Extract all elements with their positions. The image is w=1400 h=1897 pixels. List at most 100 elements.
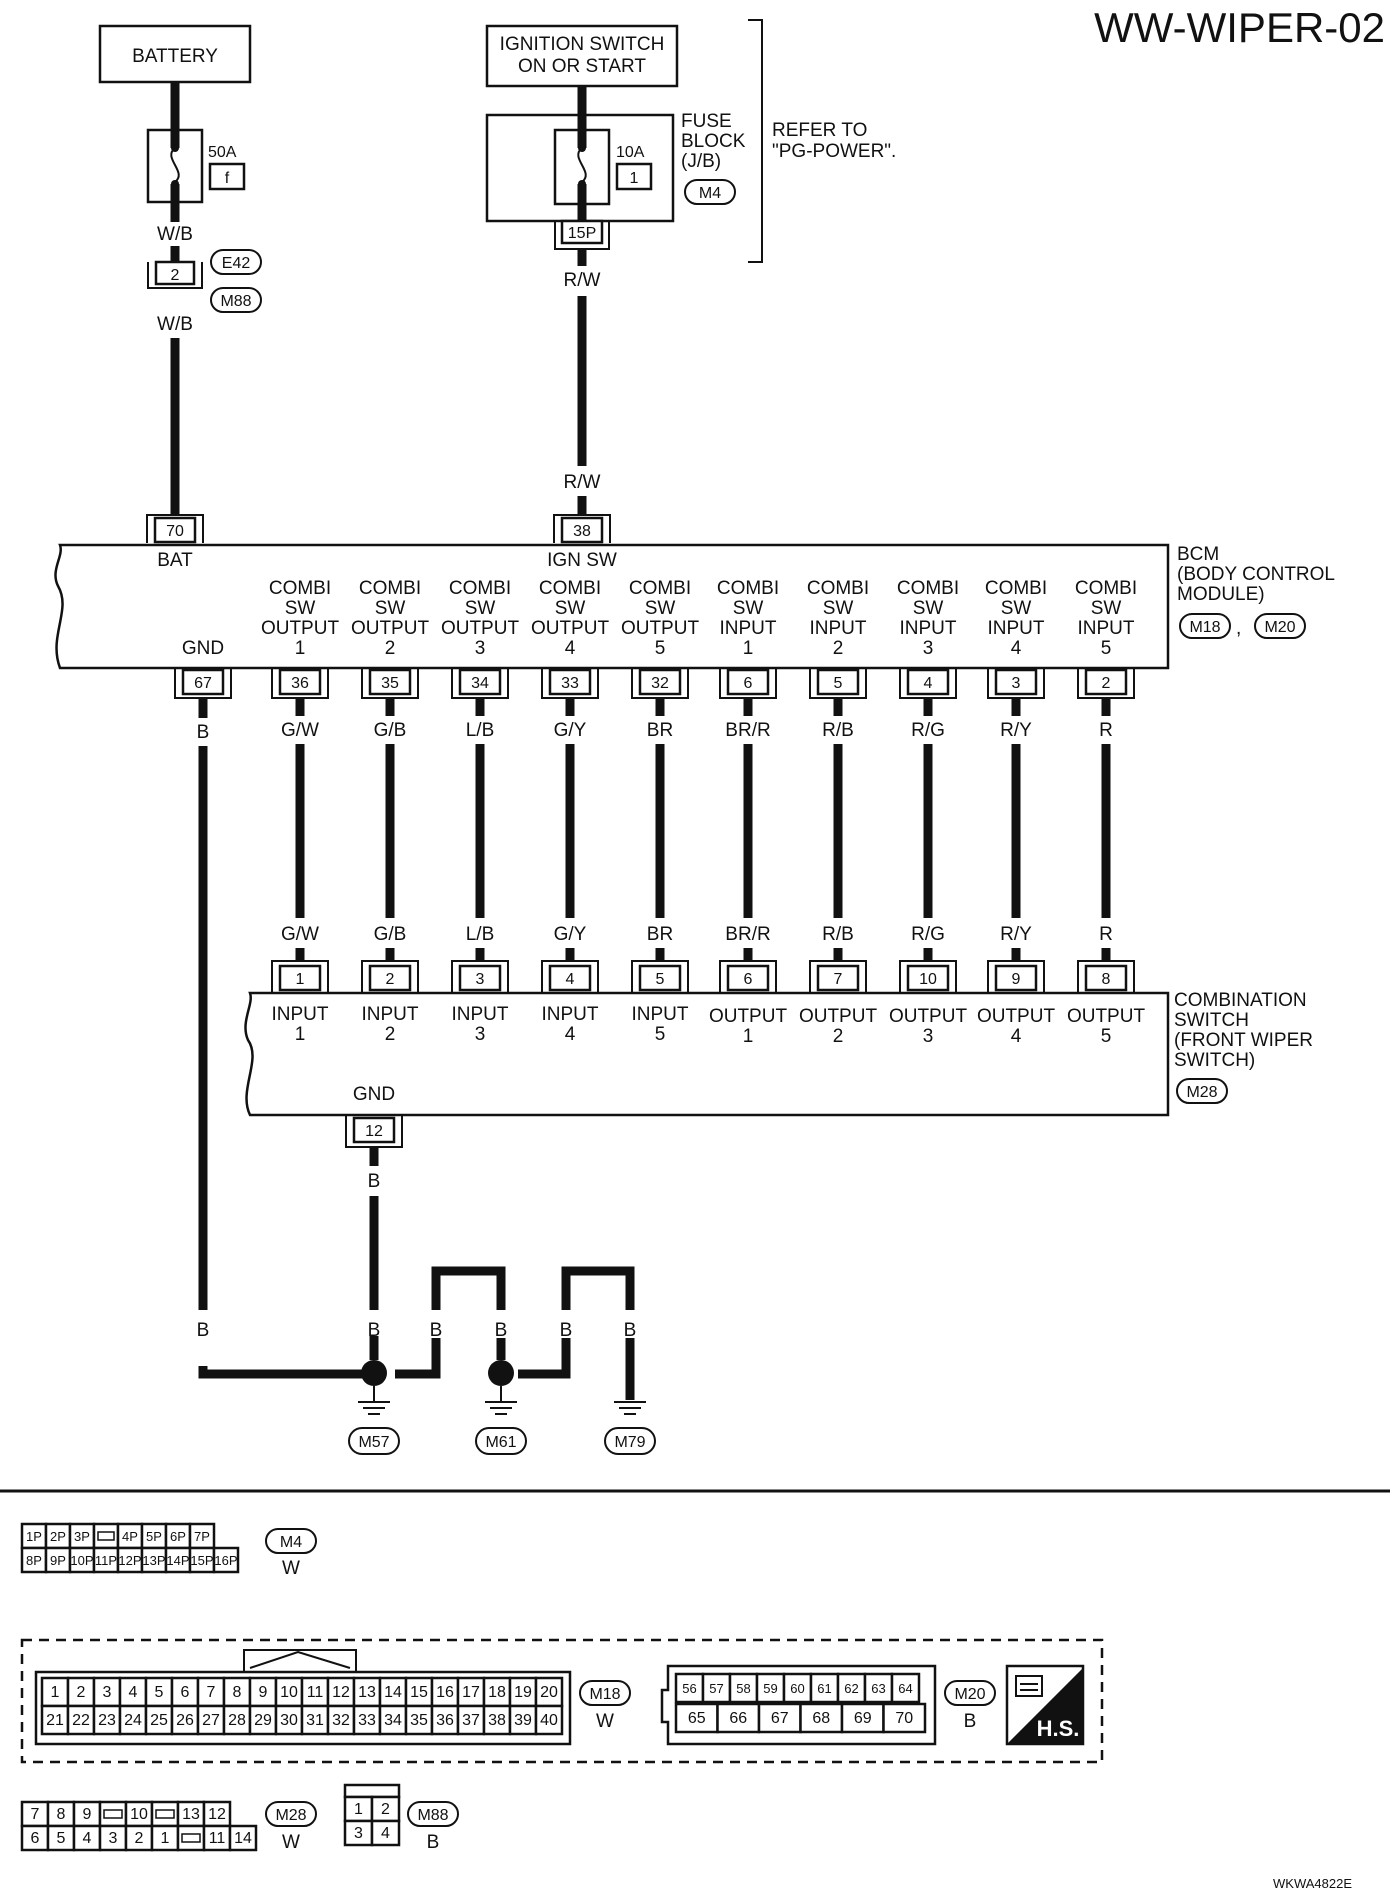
svg-text:14P: 14P <box>166 1553 189 1568</box>
connector-pin-cell: 34 <box>378 1704 408 1736</box>
ground-m79: M79 <box>614 1434 645 1451</box>
combi-terminal-label: 3 <box>475 1024 486 1045</box>
svg-text:10: 10 <box>280 1684 298 1701</box>
connector-pin-cell: 13P <box>140 1546 168 1574</box>
connector-pin-cell: 28 <box>222 1704 252 1736</box>
svg-text:11P: 11P <box>95 1553 117 1568</box>
connector-pin-cell: 1 <box>150 1824 180 1852</box>
svg-text:5: 5 <box>155 1684 164 1701</box>
svg-text:37: 37 <box>462 1712 480 1729</box>
svg-text:11: 11 <box>307 1684 324 1701</box>
svg-text:69: 69 <box>854 1710 872 1727</box>
connector-m88-name: M88 <box>417 1807 448 1824</box>
combi-terminal-label: 4 <box>1011 1026 1022 1047</box>
svg-text:8: 8 <box>233 1684 242 1701</box>
battery-inline-connector: 2 <box>147 260 203 289</box>
fuse-block-connector: M4 <box>699 185 721 202</box>
svg-text:5: 5 <box>57 1830 66 1847</box>
svg-text:10: 10 <box>130 1806 148 1823</box>
svg-text:1: 1 <box>161 1830 170 1847</box>
battery-fuse-id: f <box>225 170 230 187</box>
svg-text:9: 9 <box>83 1806 92 1823</box>
diagram-title: WW-WIPER-02 <box>1094 4 1385 51</box>
bcm-connector-m20: M20 <box>1264 619 1295 636</box>
connector-pin-cell: 10 <box>274 1676 304 1708</box>
battery-label: BATTERY <box>132 46 218 67</box>
connector-m20-color: B <box>964 1711 977 1732</box>
combi-terminal-label: 1 <box>295 1024 306 1045</box>
svg-text:57: 57 <box>709 1681 723 1696</box>
wire-color-label-top: G/Y <box>554 720 587 741</box>
document-code: WKWA4822E <box>1273 1876 1352 1891</box>
connector-pin-cell: 36 <box>430 1704 460 1736</box>
connector-pin-cell: 7 <box>196 1676 226 1708</box>
bcm-gnd-wire-color: B <box>197 722 210 743</box>
combi-name-3: (FRONT WIPER <box>1174 1030 1313 1051</box>
svg-text:25: 25 <box>150 1712 168 1729</box>
connector-pin-cell: 3 <box>98 1824 128 1852</box>
connector-pin-cell: 33 <box>352 1704 382 1736</box>
svg-text:62: 62 <box>844 1681 858 1696</box>
ground-wire-label-5: B <box>560 1320 573 1341</box>
combi-terminal-label: OUTPUT <box>889 1006 968 1027</box>
svg-text:16P: 16P <box>214 1553 237 1568</box>
bcm-terminal-label: 3 <box>475 638 486 659</box>
svg-text:17: 17 <box>462 1684 480 1701</box>
bcm-terminal-label: INPUT <box>720 618 777 639</box>
bcm-terminal-pin: 33 <box>561 675 579 692</box>
connector-pin-cell: 20 <box>534 1676 564 1708</box>
connector-pin-cell: 6 <box>20 1824 50 1852</box>
svg-text:27: 27 <box>202 1712 220 1729</box>
svg-text:63: 63 <box>871 1681 885 1696</box>
connector-pin-cell: 10 <box>124 1800 154 1828</box>
bcm-terminal-label: SW <box>1091 598 1122 619</box>
combi-terminal-pin: 7 <box>834 971 843 988</box>
wire-color-label-bottom: BR/R <box>725 924 770 945</box>
wire-color-label-top: R/Y <box>1000 720 1032 741</box>
connector-pin-cell: 10P <box>68 1546 96 1574</box>
connector-pin-cell: 3 <box>92 1676 122 1708</box>
connector-m88-color: B <box>427 1832 440 1853</box>
connector-pin-cell: 8P <box>20 1546 48 1574</box>
svg-text:14: 14 <box>384 1684 402 1701</box>
bcm-terminal-pin: 32 <box>651 675 669 692</box>
bcm-terminal-label: COMBI <box>629 578 691 599</box>
combi-terminal-pin: 9 <box>1012 971 1021 988</box>
connector-pin-cell: 15 <box>404 1676 434 1708</box>
bcm-terminal-pin: 4 <box>924 675 933 692</box>
combi-pin-gnd: 12 <box>345 1115 403 1148</box>
ignition-wire-color-2: R/W <box>564 472 601 493</box>
wire-color-label-top: G/W <box>281 720 319 741</box>
connector-pin-cell: 13 <box>176 1800 206 1828</box>
bcm-terminal-label: OUTPUT <box>621 618 700 639</box>
connector-pin-cell: 26 <box>170 1704 200 1736</box>
combi-terminal-pin: 4 <box>566 971 575 988</box>
svg-text:13P: 13P <box>142 1553 165 1568</box>
svg-text:6: 6 <box>31 1830 40 1847</box>
svg-text:8: 8 <box>57 1806 66 1823</box>
combi-terminal-label: 3 <box>923 1026 934 1047</box>
svg-text:2: 2 <box>135 1830 144 1847</box>
svg-text:12P: 12P <box>118 1553 141 1568</box>
battery-fuse-amp: 50A <box>208 144 237 161</box>
combi-terminal-label: INPUT <box>362 1004 419 1025</box>
connector-pin-cell: 63 <box>863 1672 894 1704</box>
bcm-terminal-label: COMBI <box>269 578 331 599</box>
connector-pin-cell: 5 <box>144 1676 174 1708</box>
connector-pin-cell <box>150 1800 180 1828</box>
ignition-fuse-id: 1 <box>630 170 639 187</box>
connector-pin-cell: 12 <box>202 1800 232 1828</box>
bcm-terminal-label: SW <box>285 598 316 619</box>
svg-text:34: 34 <box>384 1712 402 1729</box>
connector-pin-cell: 11P <box>92 1546 120 1574</box>
bcm-terminal-label: SW <box>375 598 406 619</box>
connector-pin-cell: 7P <box>188 1522 216 1550</box>
refer-label-2: "PG-POWER". <box>772 141 896 162</box>
bcm-terminal-label: 2 <box>833 638 844 659</box>
